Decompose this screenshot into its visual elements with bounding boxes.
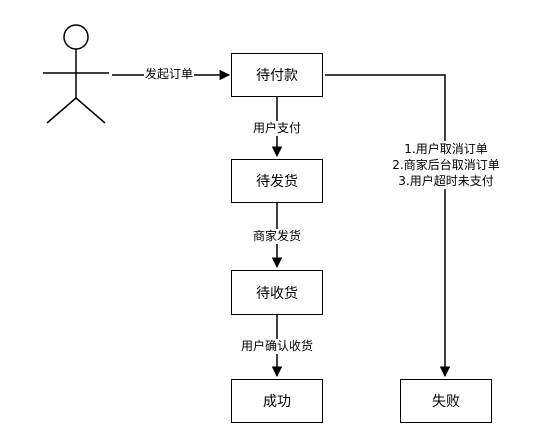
label-place-order: 发起订单	[144, 67, 195, 82]
failure-reason-1: 1.用户取消订单	[404, 142, 488, 156]
failure-reason-3: 3.用户超时未支付	[398, 174, 494, 188]
node-pending-shipment: 待发货	[231, 159, 323, 203]
user-actor-icon	[43, 24, 109, 124]
node-pending-shipment-label: 待发货	[256, 174, 298, 190]
label-user-confirms: 用户确认收货	[240, 339, 315, 354]
label-merchant-ships: 商家发货	[252, 229, 303, 244]
node-failure-label: 失败	[432, 394, 460, 410]
node-pending-receipt: 待收货	[231, 270, 323, 315]
node-success-label: 成功	[263, 394, 291, 410]
edge-failure	[325, 74, 451, 378]
node-pending-payment: 待付款	[231, 53, 323, 97]
label-failure-reasons: 1.用户取消订单 2.商家后台取消订单 3.用户超时未支付	[386, 141, 506, 189]
node-pending-payment-label: 待付款	[256, 68, 298, 84]
label-user-pays: 用户支付	[252, 121, 303, 136]
node-success: 成功	[231, 379, 323, 423]
node-failure: 失败	[400, 379, 492, 423]
failure-reason-2: 2.商家后台取消订单	[392, 158, 500, 172]
node-pending-receipt-label: 待收货	[256, 285, 298, 302]
